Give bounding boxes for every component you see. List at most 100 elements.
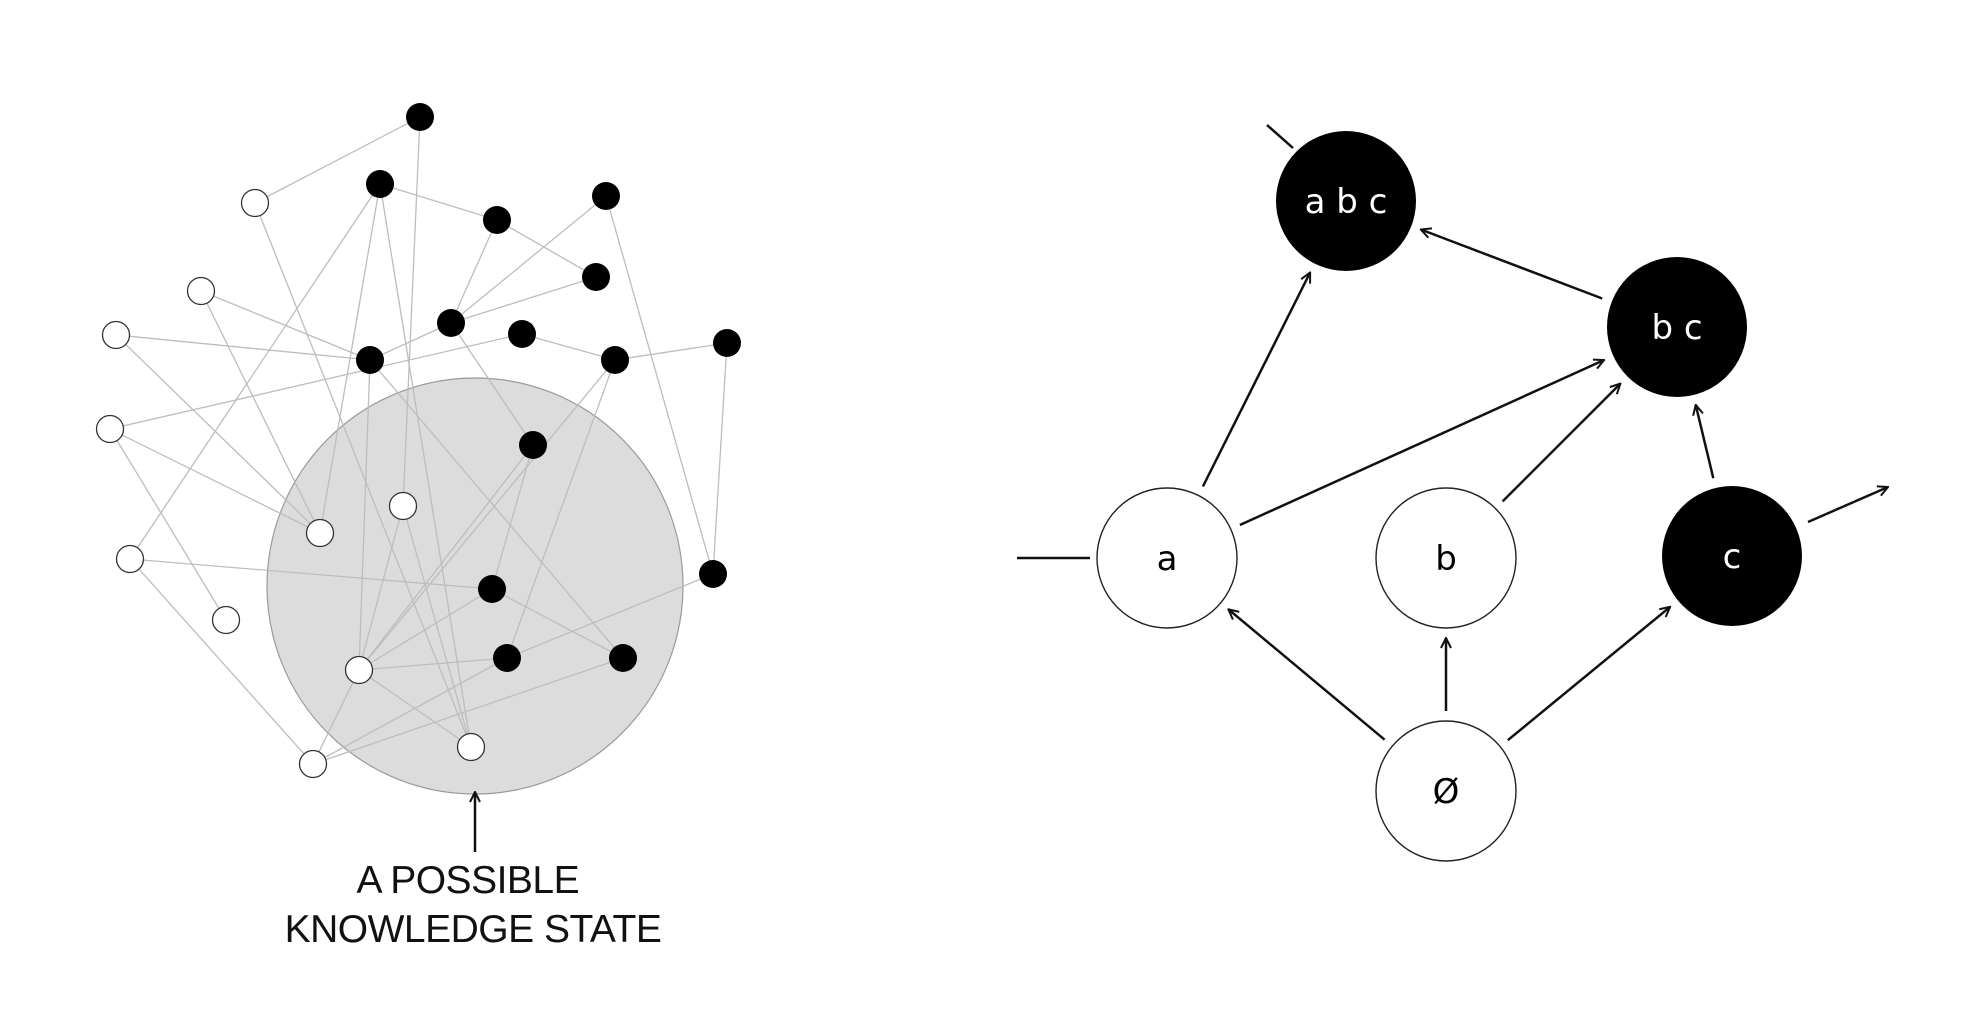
lattice-node-circle	[1096, 487, 1238, 629]
structure-edge	[109, 428, 227, 621]
lattice-edge-a-to-abc	[1201, 273, 1312, 488]
filled-item-node	[699, 560, 727, 588]
lattice-node-circle	[1375, 720, 1517, 862]
structure-edge	[450, 276, 597, 324]
structure-edge	[450, 322, 534, 446]
lattice-edge-empty-to-c	[1507, 607, 1670, 742]
open-item-node	[115, 544, 145, 574]
lattice-node-c: c	[1662, 486, 1802, 626]
lattice-node-label: b c	[1651, 308, 1702, 348]
lattice-node-circle	[1662, 486, 1802, 626]
knowledge-structure-diagram: A POSSIBLE KNOWLEDGE STATE	[95, 103, 741, 951]
caption-line-1: A POSSIBLE	[357, 859, 580, 902]
structure-edge	[379, 183, 472, 748]
structure-edge	[358, 444, 534, 671]
lattice-edge-empty-to-a	[1228, 609, 1386, 741]
lattice-edge-b-to-bc	[1501, 384, 1621, 503]
filled-item-node	[508, 320, 536, 348]
structure-edge	[402, 505, 472, 748]
lattice-node-label: c	[1723, 537, 1742, 577]
c-outgoing-stub-arrow	[1807, 487, 1888, 524]
lattice-node-a: a	[1096, 487, 1238, 629]
open-item-node	[240, 188, 270, 218]
knowledge-structure-nodes	[95, 103, 741, 779]
open-item-node	[101, 320, 131, 350]
structure-edge	[129, 558, 493, 590]
filled-item-node	[366, 170, 394, 198]
open-item-node	[298, 749, 328, 779]
lattice-node-circle	[1375, 487, 1517, 629]
lattice-node-empty: Ø	[1375, 720, 1517, 862]
lattice-edge-a-to-bc	[1239, 360, 1604, 527]
structure-edge	[115, 334, 321, 534]
lattice-node-label: a b c	[1305, 182, 1388, 222]
filled-item-node	[713, 329, 741, 357]
filled-item-node	[592, 182, 620, 210]
lattice-node-abc: a b c	[1276, 131, 1416, 271]
structure-edge	[506, 359, 616, 659]
lattice-node-label: a	[1157, 539, 1178, 579]
structure-edge	[254, 202, 472, 748]
open-item-node	[186, 276, 216, 306]
lattice-edges	[1201, 230, 1715, 742]
structure-edge	[358, 588, 493, 671]
structure-edge	[115, 334, 371, 361]
structure-edge	[491, 444, 534, 590]
lattice-edge-bc-to-abc	[1421, 230, 1603, 300]
structure-edge	[358, 657, 508, 671]
structure-edge	[450, 195, 607, 324]
structure-edge	[129, 183, 381, 560]
lattice-edge-c-to-bc	[1696, 405, 1715, 479]
filled-item-node	[406, 103, 434, 131]
structure-edge	[402, 116, 421, 507]
structure-edge	[358, 359, 371, 671]
filled-item-node	[609, 644, 637, 672]
open-item-node	[305, 518, 335, 548]
open-item-node	[456, 732, 486, 762]
open-item-node	[344, 655, 374, 685]
filled-item-node	[356, 346, 384, 374]
structure-edge	[109, 428, 321, 534]
lattice-node-bc: b c	[1607, 257, 1747, 397]
structure-edge	[200, 290, 321, 534]
structure-edge	[379, 183, 498, 221]
filled-item-node	[601, 346, 629, 374]
structure-edge	[254, 116, 421, 204]
structure-edge	[358, 505, 404, 671]
structure-edge	[712, 342, 728, 575]
structure-edge	[358, 359, 616, 671]
knowledge-structure-edges	[109, 116, 728, 765]
knowledge-lattice-diagram: a b c b c a b cØ	[1017, 124, 1888, 862]
open-item-node	[388, 491, 418, 521]
structure-edge	[496, 219, 597, 278]
caption-line-2: KNOWLEDGE STATE	[285, 908, 662, 951]
structure-edge	[506, 573, 714, 659]
structure-edge	[614, 342, 728, 361]
filled-item-node	[478, 575, 506, 603]
lattice-node-circle	[1276, 131, 1416, 271]
lattice-node-label: Ø	[1433, 772, 1460, 812]
structure-edge	[358, 669, 472, 748]
lattice-node-circle	[1607, 257, 1747, 397]
structure-edge	[450, 219, 498, 324]
filled-item-node	[437, 309, 465, 337]
structure-edge	[312, 669, 360, 765]
filled-item-node	[493, 644, 521, 672]
structure-edge	[369, 359, 624, 659]
structure-edge	[312, 657, 624, 765]
structure-edge	[200, 290, 371, 361]
structure-edge	[491, 588, 624, 659]
abc-incoming-stub	[1266, 124, 1294, 149]
structure-edge	[521, 333, 616, 361]
lattice-node-label: b	[1435, 539, 1457, 579]
filled-item-node	[582, 263, 610, 291]
structure-edge	[312, 657, 508, 765]
filled-item-node	[519, 431, 547, 459]
structure-edge	[129, 558, 314, 765]
open-item-node	[95, 414, 125, 444]
lattice-nodes: a b c b c a b cØ	[1096, 131, 1802, 862]
structure-edge	[109, 333, 523, 430]
open-item-node	[211, 605, 241, 635]
knowledge-state-caption: A POSSIBLE KNOWLEDGE STATE	[285, 859, 662, 951]
